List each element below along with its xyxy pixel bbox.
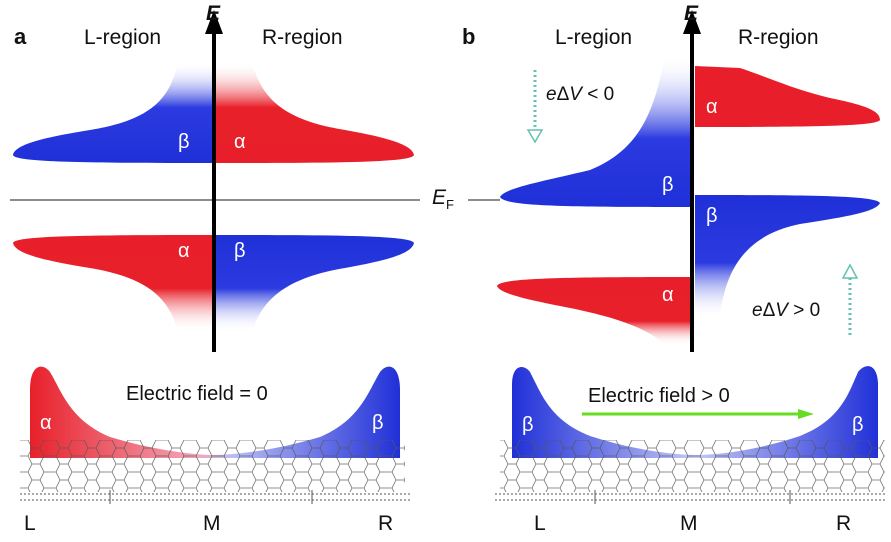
dos-label-lower-left-b: α [662, 284, 674, 306]
l-region-label-b: L-region [555, 26, 633, 49]
energy-axis-arrowhead-b [683, 10, 701, 34]
ribbon-label-l-a: L [24, 512, 36, 535]
dos-label-upper-right-b: α [706, 96, 718, 118]
bias-arrow-down [526, 70, 544, 144]
ribbon-label-r-a: R [378, 512, 394, 535]
dos-lower-left-alpha [13, 235, 212, 332]
dos-lower-right-beta [216, 235, 414, 332]
dos-label-lower-left-a: α [178, 240, 190, 262]
panel-a [10, 10, 420, 504]
dos-b-upper-right-alpha [695, 66, 880, 127]
dos-label-mid-right-b: β [706, 205, 718, 227]
ribbon-label-m-a: M [203, 512, 221, 535]
energy-axis-label-a: E [206, 2, 221, 25]
graphene-ribbon-a [20, 440, 410, 504]
energy-axis-label-b: E [684, 2, 699, 25]
panel-letter-b: b [462, 24, 476, 49]
electric-field-arrow [582, 409, 814, 419]
r-region-label-b: R-region [738, 26, 819, 49]
dos-b-lower-left-alpha [497, 277, 690, 345]
dos-label-upper-left-a: β [178, 131, 190, 153]
dos-upper-right-alpha [216, 62, 414, 163]
dos-label-lower-right-a: β [234, 240, 246, 262]
panel-b [468, 10, 885, 504]
bias-label-bottom: eΔV > 0 [752, 300, 821, 321]
field-label-a: Electric field = 0 [126, 383, 268, 405]
energy-axis-arrowhead-a [205, 10, 223, 34]
dos-b-mid-right-beta [695, 195, 880, 318]
profile-label-left-b: β [522, 414, 534, 436]
bias-arrow-up [841, 263, 859, 335]
dos-label-upper-left-b: β [662, 174, 674, 196]
r-region-label-a: R-region [262, 26, 343, 49]
bias-label-top: eΔV < 0 [546, 84, 615, 105]
panel-letter-a: a [14, 24, 27, 49]
dos-label-upper-right-a: α [234, 131, 246, 153]
l-region-label-a: L-region [84, 26, 162, 49]
fermi-level-label: EF [432, 186, 454, 213]
profile-label-left-a: α [40, 412, 52, 434]
ribbon-label-l-b: L [534, 512, 546, 535]
profile-label-right-a: β [372, 412, 384, 434]
ribbon-label-m-b: M [680, 512, 698, 535]
field-label-b: Electric field > 0 [588, 385, 730, 407]
profile-label-right-b: β [852, 414, 864, 436]
graphene-ribbon-b [495, 440, 885, 504]
ribbon-label-r-b: R [836, 512, 852, 535]
dos-b-upper-left-beta [500, 55, 690, 207]
dos-upper-left-beta [13, 62, 212, 163]
